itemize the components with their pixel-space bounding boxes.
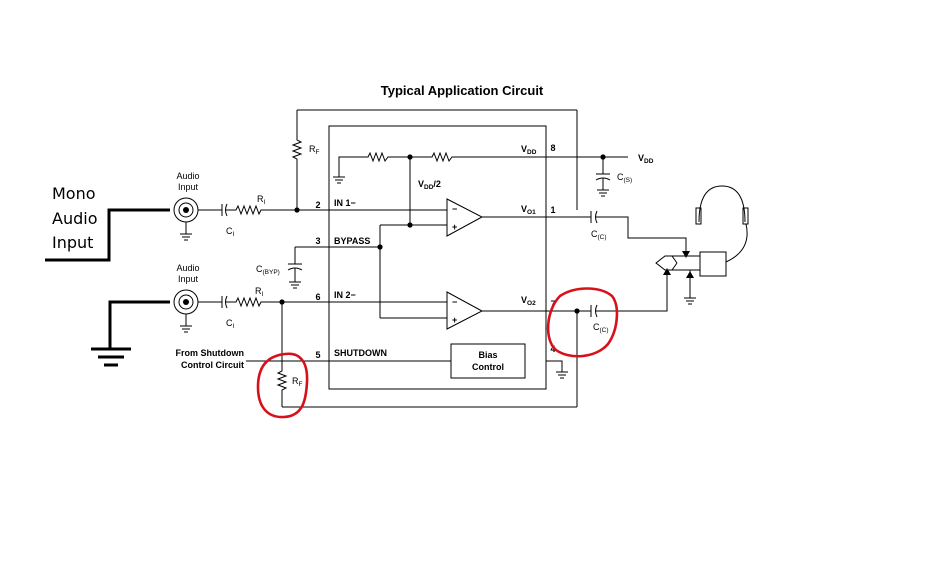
pin-in2-name: IN 2− <box>334 290 356 300</box>
ci-2-label: CI <box>226 318 235 330</box>
vdd-supply: VDD C(S) <box>546 153 654 197</box>
audio-input-1-label-line-2: Input <box>178 182 199 192</box>
pin-shutdown-name: SHUTDOWN <box>334 348 387 358</box>
cc-1-label: C(C) <box>591 229 607 241</box>
input-2-chain: CI RI <box>221 286 329 330</box>
cs-label: C(S) <box>617 172 632 184</box>
ri-2-label: RI <box>255 286 264 298</box>
shutdown-source-line-1: From Shutdown <box>176 348 245 358</box>
audio-input-2-label-line-1: Audio <box>176 263 199 273</box>
pin-in1-number: 2 <box>315 200 320 210</box>
pin-vo1-name: VO1 <box>521 204 536 216</box>
rf-bottom-label: RF <box>292 376 303 388</box>
audio-input-1-label-line-1: Audio <box>176 171 199 181</box>
vdd-ext-label: VDD <box>638 153 654 165</box>
audio-input-jack-1: Audio Input <box>173 171 222 241</box>
cc-2-label: C(C) <box>593 322 609 334</box>
diagram-title: Typical Application Circuit <box>381 83 544 98</box>
audio-input-2-label-line-2: Input <box>178 274 199 284</box>
ri-1-label: RI <box>257 194 266 206</box>
ic-package <box>328 125 547 390</box>
input-1-chain: CI RI <box>221 194 329 238</box>
cbyp-label: C(BYP) <box>256 264 280 276</box>
bias-control-line-1: Bias <box>478 350 497 360</box>
mono-label-line-2: Audio <box>52 209 97 228</box>
opamp-2-minus: − <box>452 297 457 307</box>
pin-gnd-number: 4 <box>550 344 555 354</box>
pin-in2-number: 6 <box>315 292 320 302</box>
mono-label-line-1: Mono <box>52 184 96 203</box>
bias-control-line-2: Control <box>472 362 504 372</box>
bypass-internal-wiring <box>329 224 447 319</box>
pin-vo2-name: VO2 <box>521 295 536 307</box>
feedback-resistor-bottom: RF <box>276 302 578 408</box>
pin-in1-name: IN 1− <box>334 198 356 208</box>
ci-1-label: CI <box>226 226 235 238</box>
red-circle-cc-output-2 <box>546 287 619 358</box>
headphones-icon <box>695 185 749 263</box>
bias-control-block: Bias Control <box>329 343 526 379</box>
pin-vdd-number: 8 <box>550 143 555 153</box>
rf-top-label: RF <box>309 144 320 156</box>
opamp-1: − + <box>329 198 546 237</box>
pin-4-ground <box>546 360 568 379</box>
opamp-2: − + <box>329 291 546 330</box>
mono-audio-input-label: Mono Audio Input <box>52 184 97 252</box>
mono-label-line-3: Input <box>52 233 93 252</box>
shutdown-input: From Shutdown Control Circuit <box>176 348 329 370</box>
internal-bias-divider: VDD/2 <box>333 151 546 228</box>
shutdown-source-line-2: Control Circuit <box>181 360 244 370</box>
bypass-capacitor: C(BYP) <box>256 246 329 289</box>
pin-vdd-name: VDD <box>521 144 537 156</box>
feedback-resistor-top: RF <box>291 109 578 210</box>
output-1-coupling: C(C) <box>546 210 690 258</box>
opamp-1-minus: − <box>452 204 457 214</box>
pin-bypass-name: BYPASS <box>334 236 370 246</box>
headphone-jack <box>655 251 727 305</box>
audio-input-jack-2: Audio Input <box>173 263 222 333</box>
output-2-coupling: C(C) <box>546 268 671 334</box>
mono-input-wiring <box>45 208 170 367</box>
opamp-2-plus: + <box>452 315 457 325</box>
opamp-1-plus: + <box>452 222 457 232</box>
red-circle-rf-bottom <box>256 352 309 419</box>
pin-bypass-number: 3 <box>315 236 320 246</box>
vdd-half-label: VDD/2 <box>418 179 441 191</box>
pin-shutdown-number: 5 <box>315 350 320 360</box>
pin-vo1-number: 1 <box>550 205 555 215</box>
